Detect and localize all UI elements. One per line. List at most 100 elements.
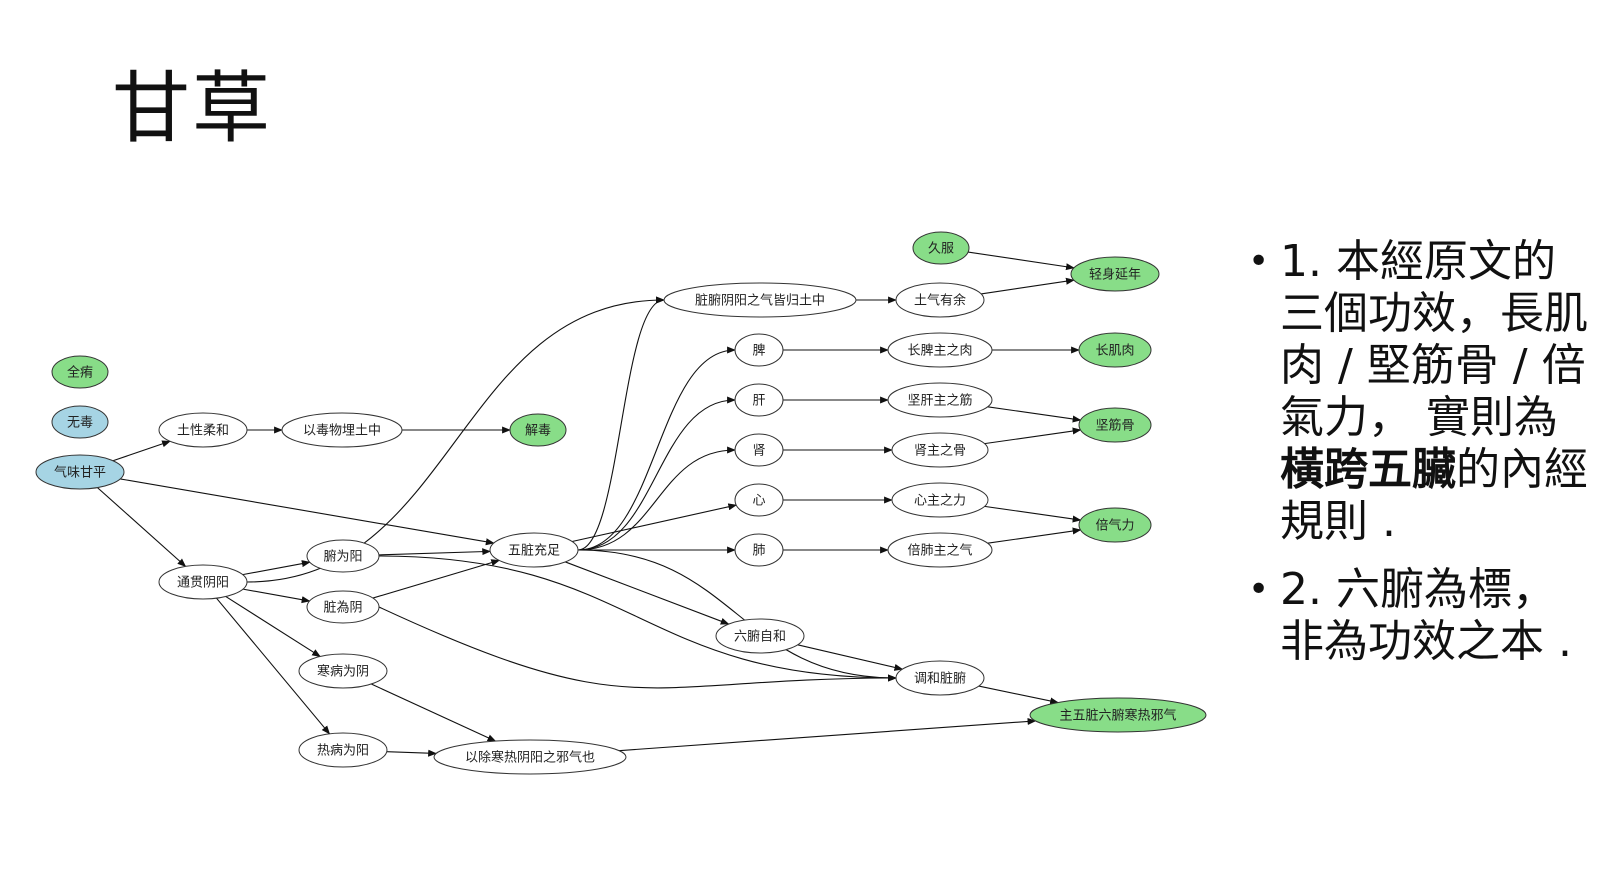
edge-wuzang-gan <box>577 396 736 551</box>
edge-shenzhu-jianjingu <box>984 427 1082 445</box>
edge-tuqi-qingshen <box>980 277 1075 295</box>
node-label: 无毒 <box>67 416 93 431</box>
node-label: 全痏 <box>67 365 93 381</box>
edge-wuzang-shen <box>577 446 736 551</box>
bullet-dot-icon: • <box>1248 241 1270 282</box>
node-label: 脏為阴 <box>323 600 362 616</box>
node-label: 长肌肉 <box>1095 344 1134 359</box>
bullet-emphasis: 橫跨五臟 <box>1280 444 1456 495</box>
edge-wuzang-zangfuguitu <box>577 296 665 551</box>
node-label: 长脾主之肉 <box>907 344 972 359</box>
node-xin: 心 <box>734 483 784 517</box>
graph-nodes: 全痏无毒气味甘平土性柔和以毒物埋土中解毒通贯阴阳腑为阳脏為阴寒病为阴热病为阳五脏… <box>35 231 1207 775</box>
node-label: 主五脏六腑寒热邪气 <box>1059 708 1176 724</box>
node-zhuwuzang: 主五脏六腑寒热邪气 <box>1029 697 1207 733</box>
node-qiwei: 气味甘平 <box>35 454 125 490</box>
edge-fuweiyang-tiaohe <box>378 555 897 682</box>
node-label: 肝 <box>752 394 765 409</box>
bullet-text: 2. 六腑為標，非為功效之本 . <box>1280 564 1572 667</box>
node-xinzhu: 心主之力 <box>891 482 989 518</box>
node-label: 五脏充足 <box>508 543 560 559</box>
node-shape <box>734 433 784 467</box>
node-tongguan: 通贯阴阳 <box>158 564 248 600</box>
bullet-list: • 1. 本經原文的三個功效，長肌肉 / 堅筋骨 / 倍氣力， 實則為橫跨五臟的… <box>1248 236 1588 684</box>
node-zangweiyin: 脏為阴 <box>306 590 380 624</box>
node-changjirou: 长肌肉 <box>1078 332 1152 368</box>
edge-beifei-beiqili <box>987 527 1082 544</box>
node-shape <box>891 482 989 518</box>
node-qingshen: 轻身延年 <box>1070 256 1160 292</box>
graph-canvas: 全痏无毒气味甘平土性柔和以毒物埋土中解毒通贯阴阳腑为阳脏為阴寒病为阴热病为阳五脏… <box>35 231 1207 775</box>
concept-graph: 全痏无毒气味甘平土性柔和以毒物埋土中解毒通贯阴阳腑为阳脏為阴寒病为阴热病为阳五脏… <box>30 230 1210 790</box>
node-shape <box>734 483 784 517</box>
node-shape <box>663 282 857 318</box>
node-shenzhu: 肾主之骨 <box>891 432 989 468</box>
edge-zangweiyin-tiaohe <box>378 606 897 689</box>
node-label: 轻身延年 <box>1089 267 1141 283</box>
node-label: 倍气力 <box>1095 518 1134 534</box>
edge-tongguan-hanbing <box>225 596 321 657</box>
node-label: 脾 <box>752 344 765 359</box>
graph-edges <box>97 251 1082 757</box>
node-changpi: 长脾主之肉 <box>887 332 993 368</box>
node-shape <box>1070 256 1160 292</box>
node-shape <box>51 355 109 389</box>
bullet-item-2: • 2. 六腑為標，非為功效之本 . <box>1248 564 1588 668</box>
edge-tongguan-fuweiyang <box>242 560 311 576</box>
node-shape <box>891 432 989 468</box>
node-shen: 肾 <box>734 433 784 467</box>
node-tuqi: 土气有余 <box>895 282 985 318</box>
node-shape <box>306 539 380 573</box>
node-label: 调和脏腑 <box>914 671 966 687</box>
node-shape <box>887 382 993 418</box>
node-label: 解毒 <box>525 424 551 439</box>
node-shape <box>35 454 125 490</box>
node-liufu: 六腑自和 <box>715 618 805 654</box>
node-shape <box>912 231 970 265</box>
edge-wuzang-liufu <box>565 561 730 625</box>
node-yidu: 以毒物埋土中 <box>281 412 403 448</box>
edge-liufu-tiaohe <box>797 644 904 671</box>
edge-jiangan-jianjingu <box>987 406 1082 423</box>
node-jianjingu: 坚筋骨 <box>1078 407 1152 443</box>
edge-qiwei-wuzang <box>120 478 495 546</box>
node-beifei: 倍肺主之气 <box>887 532 993 568</box>
node-label: 肺 <box>752 544 765 559</box>
node-jiangan: 坚肝主之筋 <box>887 382 993 418</box>
node-hanbing: 寒病为阴 <box>298 653 388 689</box>
node-shape <box>734 383 784 417</box>
node-gan: 肝 <box>734 383 784 417</box>
node-shape <box>734 333 784 367</box>
node-label: 土气有余 <box>914 293 966 309</box>
node-label: 坚肝主之筋 <box>907 393 972 409</box>
bullet-item-1: • 1. 本經原文的三個功效，長肌肉 / 堅筋骨 / 倍氣力， 實則為橫跨五臟的… <box>1248 236 1588 548</box>
node-beiqili: 倍气力 <box>1078 507 1152 543</box>
node-rebing: 热病为阳 <box>298 732 388 768</box>
node-shape <box>734 533 784 567</box>
node-label: 腑为阳 <box>323 549 362 565</box>
edge-xinzhu-beiqili <box>984 505 1082 523</box>
edge-zangweiyin-wuzang <box>372 559 501 599</box>
edge-wuzang-pi <box>577 346 736 551</box>
bullet-dot-icon: • <box>1248 569 1270 610</box>
node-label: 坚筋骨 <box>1095 418 1134 434</box>
node-label: 久服 <box>928 242 954 257</box>
edge-tiaohe-zhuwuzang <box>978 685 1059 705</box>
node-label: 气味甘平 <box>54 465 106 481</box>
node-zangfuguitu: 脏腑阴阳之气皆归土中 <box>663 282 857 318</box>
edge-wuzang-tiaohe <box>577 549 897 682</box>
node-jiufu: 久服 <box>912 231 970 265</box>
node-jiedu: 解毒 <box>509 413 567 447</box>
node-shape <box>895 282 985 318</box>
edge-jiufu-qingshen <box>968 251 1075 271</box>
node-shape <box>1078 507 1152 543</box>
node-shape <box>1078 407 1152 443</box>
node-fei: 肺 <box>734 533 784 567</box>
node-yichu: 以除寒热阴阳之邪气也 <box>433 739 627 775</box>
node-label: 肾主之骨 <box>914 444 966 459</box>
edge-wuzang-xin <box>572 503 738 543</box>
edge-tongguan-rebing <box>216 597 331 735</box>
node-label: 心主之力 <box>914 494 966 509</box>
node-shape <box>715 618 805 654</box>
node-label: 脏腑阴阳之气皆归土中 <box>695 293 825 309</box>
